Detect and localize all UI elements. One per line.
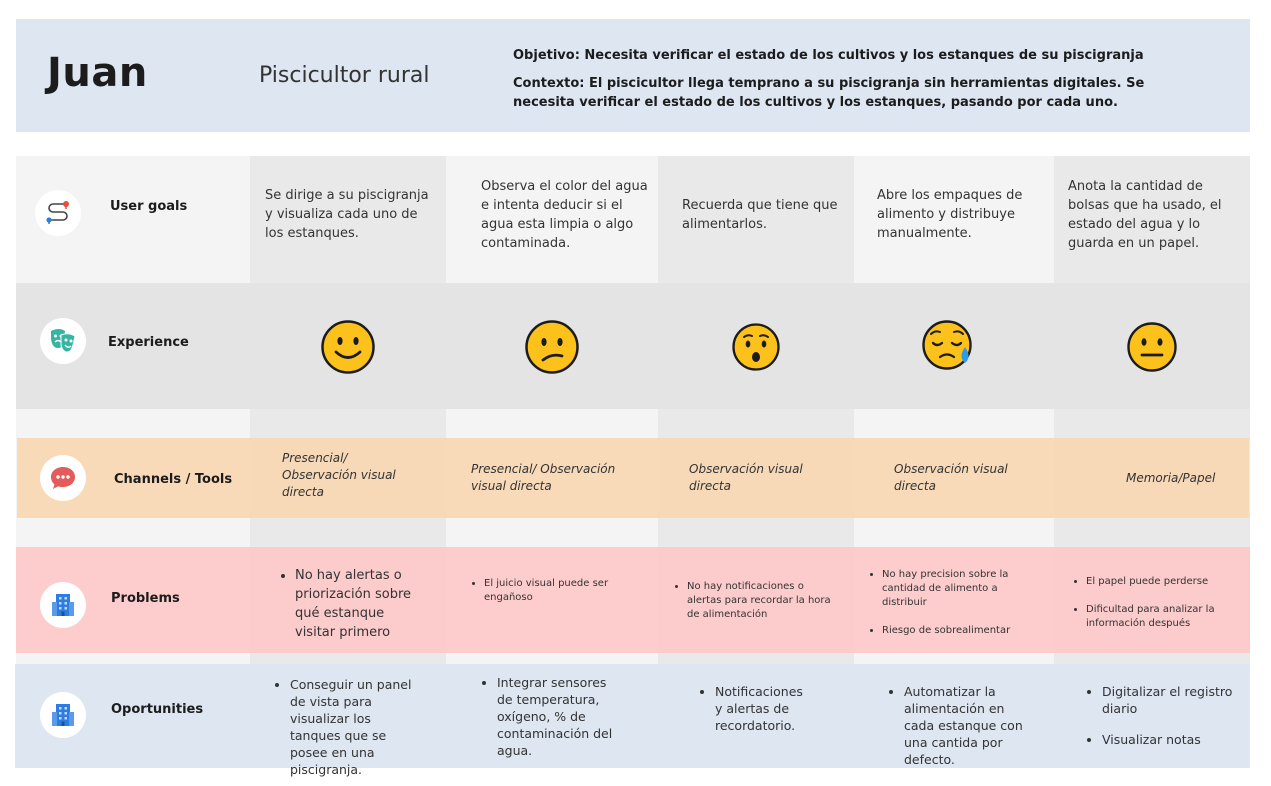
- channel-cell: Memoria/Papel: [1126, 471, 1216, 485]
- problem-item: No hay notificaciones o alertas para rec…: [687, 580, 834, 622]
- row-label-experience: Experience: [108, 335, 189, 350]
- smiling-face-icon: [321, 320, 375, 374]
- opportunity-item: Integrar sensores de temperatura, oxígen…: [497, 674, 624, 759]
- surprised-face-icon: [732, 323, 780, 371]
- objective-text: Objetivo: Necesita verificar el estado d…: [513, 48, 1144, 63]
- channels-row: [17, 438, 1249, 518]
- problem-item: Dificultad para analizar la información …: [1086, 603, 1223, 631]
- problem-cell: No hay alertas o priorización sobre qué …: [282, 566, 412, 642]
- channel-cell: Observación visual directa: [894, 462, 1008, 493]
- opportunity-item: Visualizar notas: [1102, 731, 1234, 748]
- problem-cell: El juicio visual puede ser engañoso: [471, 577, 611, 605]
- opportunities-row: [15, 664, 1249, 768]
- problem-cell: El papel puede perderseDificultad para a…: [1073, 575, 1223, 631]
- opportunity-item: Notificaciones y alertas de recordatorio…: [715, 683, 812, 734]
- route-map-pin-icon: [35, 190, 81, 236]
- opportunity-cell: Digitalizar el registro diarioVisualizar…: [1089, 683, 1234, 748]
- opportunity-item: Automatizar la alimentación en cada esta…: [904, 683, 1031, 768]
- chat-bubble-icon: [40, 455, 86, 501]
- opportunity-item: Digitalizar el registro diario: [1102, 683, 1234, 717]
- problem-cell: No hay precision sobre la cantidad de al…: [869, 568, 1039, 638]
- channel-cell: Presencial/ Observación visual directa: [471, 462, 616, 493]
- channel-cell: Observación visual directa: [689, 462, 803, 493]
- persona-role: Piscicultor rural: [259, 63, 430, 88]
- channel-cell: Presencial/ Observación visual directa: [282, 451, 396, 499]
- problem-item: El juicio visual puede ser engañoso: [484, 577, 611, 605]
- sleepy-face-icon: [922, 320, 972, 370]
- problems-row: [16, 547, 1250, 653]
- neutral-face-icon: [1127, 322, 1177, 372]
- goal-cell: Observa el color del agua e intenta dedu…: [481, 179, 648, 251]
- goal-cell: Anota la cantidad de bolsas que ha usado…: [1068, 179, 1222, 251]
- building-icon: [40, 692, 86, 738]
- row-label-channels: Channels / Tools: [114, 472, 233, 487]
- building-icon: [40, 582, 86, 628]
- problem-item: El papel puede perderse: [1086, 575, 1223, 589]
- theater-masks-icon: [40, 318, 86, 364]
- row-label-oportunities: Oportunities: [111, 702, 204, 717]
- confused-face-icon: [525, 320, 579, 374]
- experience-row: [16, 283, 1250, 409]
- persona-header: [16, 19, 1250, 132]
- goal-cell: Abre los empaques de alimento y distribu…: [877, 188, 1023, 241]
- problem-item: No hay alertas o priorización sobre qué …: [295, 566, 412, 642]
- opportunity-cell: Notificaciones y alertas de recordatorio…: [702, 683, 812, 734]
- opportunity-cell: Conseguir un panel de vista para visuali…: [277, 676, 417, 778]
- row-label-user-goals: User goals: [110, 199, 188, 214]
- persona-name: Juan: [47, 50, 148, 96]
- problem-item: Riesgo de sobrealimentar: [882, 624, 1039, 638]
- opportunity-cell: Integrar sensores de temperatura, oxígen…: [484, 674, 624, 759]
- opportunity-cell: Automatizar la alimentación en cada esta…: [891, 683, 1031, 768]
- problem-item: No hay precision sobre la cantidad de al…: [882, 568, 1039, 610]
- goal-cell: Recuerda que tiene que alimentarlos.: [682, 198, 838, 232]
- opportunity-item: Conseguir un panel de vista para visuali…: [290, 676, 417, 778]
- row-label-problems: Problems: [111, 591, 180, 606]
- goal-cell: Se dirige a su piscigranja y visualiza c…: [265, 188, 429, 241]
- context-text: Contexto: El piscicultor llega temprano …: [513, 76, 1145, 110]
- problem-cell: No hay notificaciones o alertas para rec…: [674, 580, 834, 622]
